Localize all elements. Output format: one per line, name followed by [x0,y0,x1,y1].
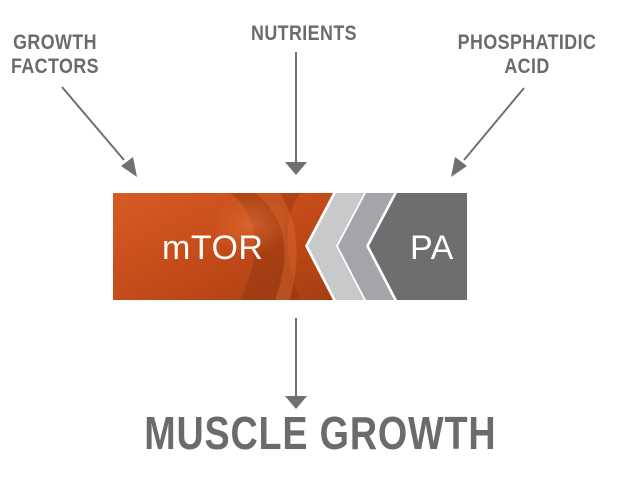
label-nutrients: NUTRIENTS [237,22,371,46]
arrow-muscle-growth [285,318,307,409]
chevron-light [308,193,364,300]
label-growth-factors-line-2: FACTORS [11,55,99,78]
arrow-growth-factors [61,86,137,177]
label-growth-factors: GROWTH FACTORS [8,31,102,79]
pa-label: PA [410,229,454,267]
label-phosphatidic-acid-line-2: ACID [504,55,550,78]
mtor-label: mTOR [162,229,264,267]
pa-box [369,193,467,300]
outcome-muscle-growth: MUSCLE GROWTH [144,407,497,459]
chevron-mid [338,193,394,300]
label-phosphatidic-acid: PHOSPHATIDIC ACID [446,31,608,79]
arrow-phosphatidic-acid [451,87,525,177]
label-phosphatidic-acid-line-1: PHOSPHATIDIC [457,31,597,54]
label-growth-factors-line-1: GROWTH [13,31,97,54]
mtor-box [113,193,333,300]
arrow-nutrients [285,52,307,175]
label-nutrients-text: NUTRIENTS [251,22,357,45]
